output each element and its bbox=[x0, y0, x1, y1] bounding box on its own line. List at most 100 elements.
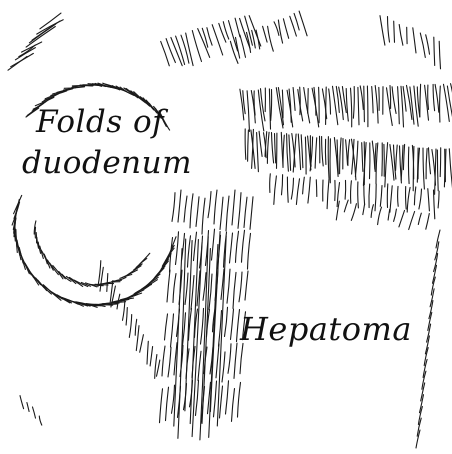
hatch-stroke bbox=[428, 85, 429, 109]
hatch-stroke bbox=[140, 335, 144, 353]
hatch-stroke bbox=[351, 88, 352, 127]
hatch-stroke bbox=[196, 380, 199, 415]
hatch-stroke bbox=[340, 138, 342, 174]
hatch-stroke bbox=[239, 272, 242, 302]
hatch-stroke bbox=[202, 28, 208, 47]
hatch-stroke bbox=[322, 137, 324, 166]
hatch-stroke bbox=[364, 86, 365, 122]
hatch-stroke bbox=[398, 186, 399, 206]
hatch-stroke bbox=[69, 277, 82, 286]
hatch-stroke bbox=[399, 211, 405, 227]
hatch-stroke bbox=[298, 134, 300, 170]
hatch-stroke bbox=[401, 86, 404, 127]
hatch-stroke bbox=[185, 241, 192, 411]
hatch-stroke bbox=[362, 143, 363, 172]
hatch-stroke bbox=[168, 347, 171, 377]
hatch-stroke bbox=[33, 407, 36, 418]
hatch-stroke bbox=[178, 190, 181, 222]
hatch-stroke bbox=[434, 37, 435, 65]
hatch-stroke bbox=[358, 182, 359, 208]
hatch-stroke bbox=[269, 89, 270, 129]
hatch-stroke bbox=[208, 192, 211, 218]
hatch-stroke bbox=[351, 181, 352, 204]
hatch-stroke bbox=[184, 196, 187, 222]
hatch-stroke bbox=[407, 187, 410, 212]
hatch-stroke bbox=[135, 319, 137, 335]
hatch-stroke bbox=[20, 396, 24, 409]
hatch-stroke bbox=[426, 149, 427, 179]
hatch-stroke bbox=[282, 175, 283, 195]
hatch-stroke bbox=[294, 13, 299, 30]
hatch-stroke bbox=[403, 144, 404, 169]
hatch-stroke bbox=[287, 134, 289, 172]
hatch-stroke bbox=[435, 149, 436, 194]
hatch-stroke bbox=[250, 197, 253, 230]
hatch-stroke bbox=[371, 205, 373, 218]
hatch-stroke bbox=[372, 87, 373, 113]
hatch-stroke bbox=[447, 86, 452, 124]
hatch-stroke bbox=[437, 150, 438, 191]
hatch-stroke bbox=[267, 132, 269, 163]
hatch-stroke bbox=[375, 86, 378, 124]
hatch-stroke bbox=[372, 141, 375, 169]
hatch-stroke bbox=[150, 347, 153, 366]
hatch-stroke bbox=[308, 89, 309, 114]
hatch-stroke bbox=[398, 87, 400, 124]
hatch-stroke bbox=[299, 11, 307, 36]
hatch-stroke bbox=[123, 300, 125, 320]
hatch-stroke bbox=[409, 212, 415, 230]
label-folds-of: Folds of bbox=[36, 107, 164, 138]
hatch-stroke bbox=[188, 236, 191, 267]
hatch-stroke bbox=[358, 87, 359, 124]
hatch-stroke bbox=[401, 145, 403, 180]
hatch-stroke bbox=[392, 87, 396, 114]
hatch-stroke bbox=[390, 86, 391, 109]
hatch-stroke bbox=[245, 271, 248, 300]
hatch-stroke bbox=[214, 381, 217, 417]
hatch-stroke bbox=[420, 84, 421, 117]
hatch-stroke bbox=[426, 214, 430, 230]
hatch-stroke bbox=[360, 86, 363, 110]
hatch-stroke bbox=[435, 84, 439, 112]
hatch-stroke bbox=[283, 135, 284, 167]
hatch-stroke bbox=[240, 35, 246, 57]
hatch-stroke bbox=[413, 146, 414, 190]
hatch-stroke bbox=[426, 35, 430, 54]
hatch-stroke bbox=[165, 314, 168, 340]
hatch-stroke bbox=[287, 177, 288, 202]
hatch-stroke bbox=[134, 264, 143, 270]
hatch-stroke bbox=[228, 344, 231, 374]
hatch-stroke bbox=[238, 382, 241, 417]
hatch-stroke bbox=[296, 179, 299, 205]
hatch-stroke bbox=[98, 261, 101, 287]
hatch-stroke bbox=[238, 193, 241, 229]
hatch-stroke bbox=[190, 194, 193, 228]
hatch-stroke bbox=[233, 272, 236, 308]
hatch-stroke bbox=[380, 186, 382, 207]
hatch-stroke bbox=[316, 180, 317, 197]
hatch-stroke bbox=[27, 403, 29, 412]
hatch-stroke bbox=[364, 185, 365, 205]
hatch-stroke bbox=[270, 174, 271, 193]
hatch-stroke bbox=[291, 178, 293, 199]
hatch-stroke bbox=[304, 88, 310, 123]
hatch-stroke bbox=[229, 21, 238, 51]
hatch-stroke bbox=[166, 387, 169, 420]
hatch-stroke bbox=[394, 21, 395, 42]
hatch-stroke bbox=[378, 207, 382, 224]
hatch-stroke bbox=[388, 17, 390, 42]
hatch-stroke bbox=[367, 86, 368, 127]
hatch-stroke bbox=[167, 270, 170, 302]
hatch-stroke bbox=[440, 86, 441, 122]
hatch-stroke bbox=[207, 28, 212, 46]
hatch-stroke bbox=[194, 232, 197, 260]
hatch-stroke bbox=[407, 85, 412, 119]
hatch-stroke bbox=[329, 89, 331, 114]
hatch-stroke bbox=[380, 16, 385, 45]
hatch-stroke bbox=[107, 274, 108, 292]
hatch-stroke bbox=[353, 87, 354, 119]
hatch-stroke bbox=[328, 137, 329, 179]
hatch-stroke bbox=[248, 130, 249, 161]
hatch-stroke bbox=[186, 33, 193, 66]
